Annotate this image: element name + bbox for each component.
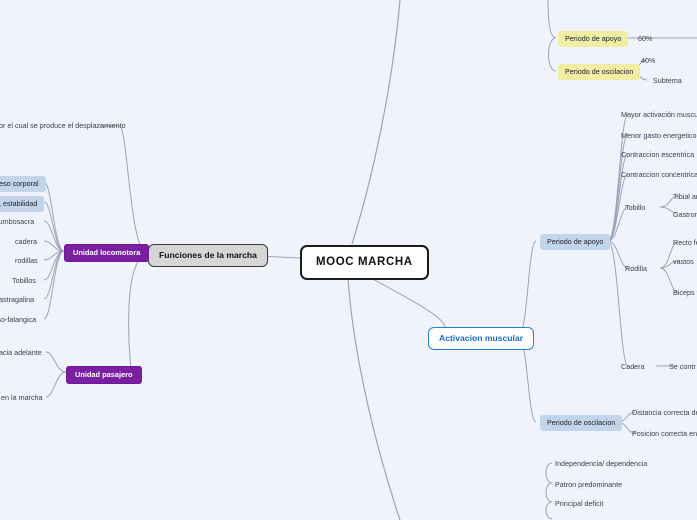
periodo-oscilacion-label: Periodo de oscilacion	[547, 418, 616, 427]
sub-node-periodo-de-apoyo[interactable]: Periodo de apoyo	[540, 234, 611, 250]
leaf-estabilidad-label: , estabilidad	[0, 199, 38, 208]
leaf-metatarso-falangica-label: rso-falangica	[0, 315, 37, 324]
leaf-subastragalina[interactable]: bastragalina	[0, 294, 35, 306]
leaf-rodilla[interactable]: Rodilla	[624, 263, 648, 275]
leaf-se-contrae-label: Se contr	[669, 362, 696, 371]
leaf-hacia-adelante[interactable]: hacia adelante	[0, 347, 43, 359]
leaf-rodillas[interactable]: rodillas	[14, 255, 39, 267]
leaf-recto-femoral[interactable]: Recto fe	[672, 237, 697, 249]
leaf-rodillas-label: rodillas	[15, 256, 38, 265]
leaf-vastos-label: vastos	[673, 257, 694, 266]
leaf-tobillo-label: Tobillo	[625, 203, 646, 212]
sub-node-periodo-oscilacion-porcentaje[interactable]: Periodo de oscilacion	[558, 64, 641, 80]
leaf-contraccion-concentrica-label: Contraccion concentrica	[621, 170, 697, 179]
unidad-locomotora-label: Unidad locomotora	[73, 248, 141, 257]
sub-node-periodo-apoyo-porcentaje[interactable]: Periodo de apoyo	[558, 31, 629, 47]
periodo-apoyo-porcentaje-label: Periodo de apoyo	[565, 34, 622, 43]
leaf-en-la-marcha[interactable]: o en la marcha	[0, 392, 44, 404]
branch-activacion-label: Activacion muscular	[439, 333, 524, 343]
leaf-cadera-label: cadera	[15, 237, 37, 246]
leaf-lumbosacra-label: lumbosacra	[0, 217, 35, 226]
leaf-biceps-femoral-label: Biceps f	[673, 288, 697, 297]
leaf-cadera-apoyo-label: Cadera	[621, 362, 645, 371]
sub-node-periodo-de-oscilacion[interactable]: Periodo de oscilacion	[540, 415, 623, 431]
leaf-mayor-activacion-muscular[interactable]: Mayor activación muscular	[620, 109, 697, 121]
leaf-se-contrae[interactable]: Se contr	[668, 361, 697, 373]
leaf-contraccion-escentrica[interactable]: Contraccion escentrica	[620, 149, 695, 161]
periodo-apoyo-label: Periodo de apoyo	[547, 237, 604, 246]
leaf-distancia-correcta[interactable]: Distancia correcta del	[631, 407, 697, 419]
leaf-en-la-marcha-label: o en la marcha	[0, 393, 43, 402]
sub-node-unidad-locomotora[interactable]: Unidad locomotora	[64, 244, 150, 263]
leaf-distancia-correcta-label: Distancia correcta del	[632, 408, 697, 417]
leaf-patron-predominante-label: Patron predominante	[555, 480, 623, 489]
leaf-vastos[interactable]: vastos	[672, 256, 695, 268]
sub-node-unidad-pasajero[interactable]: Unidad pasajero	[66, 366, 142, 385]
leaf-lumbosacra[interactable]: lumbosacra	[0, 216, 35, 228]
leaf-menor-gasto-label: Menor gasto energetico	[621, 131, 697, 140]
leaf-porcentaje-apoyo[interactable]: 60%	[637, 33, 653, 45]
leaf-tobillos[interactable]: Tobillos	[11, 275, 37, 287]
leaf-desplazamiento[interactable]: por el cual se produce el desplazamiento	[0, 120, 127, 132]
leaf-contraccion-escentrica-label: Contraccion escentrica	[621, 150, 695, 159]
leaf-biceps-femoral[interactable]: Biceps f	[672, 287, 697, 299]
root-node-mooc-marcha[interactable]: MOOC MARCHA	[300, 245, 429, 280]
leaf-recto-femoral-label: Recto fe	[673, 238, 697, 247]
leaf-gastrocnemio-label: Gastrone	[673, 210, 697, 219]
leaf-gastrocnemio[interactable]: Gastrone	[672, 209, 697, 221]
branch-funciones-label: Funciones de la marcha	[159, 250, 257, 260]
leaf-principal-deficit[interactable]: Principal deficit	[554, 498, 604, 510]
unidad-pasajero-label: Unidad pasajero	[75, 370, 133, 379]
leaf-peso-corporal[interactable]: eso corporal	[0, 176, 46, 192]
leaf-cadera-apoyo[interactable]: Cadera	[620, 361, 646, 373]
leaf-subtema-label: Subtema	[653, 76, 682, 85]
leaf-posicion-correcta[interactable]: Posicion correcta en al	[631, 428, 697, 440]
leaf-subtema[interactable]: Subtema	[652, 75, 683, 87]
leaf-contraccion-concentrica[interactable]: Contraccion concentrica	[620, 169, 697, 181]
leaf-desplazamiento-label: por el cual se produce el desplazamiento	[0, 121, 126, 130]
branch-funciones-de-la-marcha[interactable]: Funciones de la marcha	[148, 244, 268, 268]
leaf-independencia-dependencia[interactable]: Independencia/ dependencia	[554, 458, 648, 470]
leaf-porcentaje-oscilacion[interactable]: 40%	[640, 55, 656, 67]
leaf-porcentaje-apoyo-label: 60%	[638, 34, 653, 43]
periodo-oscilacion-porcentaje-label: Periodo de oscilacion	[565, 67, 634, 76]
leaf-tibial-anterior-label: Tibial ant	[673, 192, 697, 201]
leaf-tibial-anterior[interactable]: Tibial ant	[672, 191, 697, 203]
leaf-subastragalina-label: bastragalina	[0, 295, 35, 304]
leaf-patron-predominante[interactable]: Patron predominante	[554, 479, 623, 491]
root-label: MOOC MARCHA	[316, 256, 413, 268]
leaf-tobillos-label: Tobillos	[12, 276, 36, 285]
leaf-independencia-label: Independencia/ dependencia	[555, 459, 648, 468]
leaf-menor-gasto-energetico[interactable]: Menor gasto energetico	[620, 130, 697, 142]
leaf-hacia-adelante-label: hacia adelante	[0, 348, 42, 357]
leaf-tobillo[interactable]: Tobillo	[624, 202, 646, 214]
leaf-principal-deficit-label: Principal deficit	[555, 499, 604, 508]
leaf-metatarso-falangica[interactable]: rso-falangica	[0, 314, 37, 326]
leaf-peso-corporal-label: eso corporal	[0, 179, 39, 188]
leaf-porcentaje-oscilacion-label: 40%	[641, 56, 656, 65]
leaf-posicion-correcta-label: Posicion correcta en al	[632, 429, 697, 438]
branch-activacion-muscular[interactable]: Activacion muscular	[428, 327, 535, 351]
leaf-rodilla-label: Rodilla	[625, 264, 647, 273]
leaf-estabilidad[interactable]: , estabilidad	[0, 196, 45, 212]
leaf-mayor-activacion-label: Mayor activación muscular	[621, 110, 697, 119]
leaf-cadera[interactable]: cadera	[14, 236, 38, 248]
